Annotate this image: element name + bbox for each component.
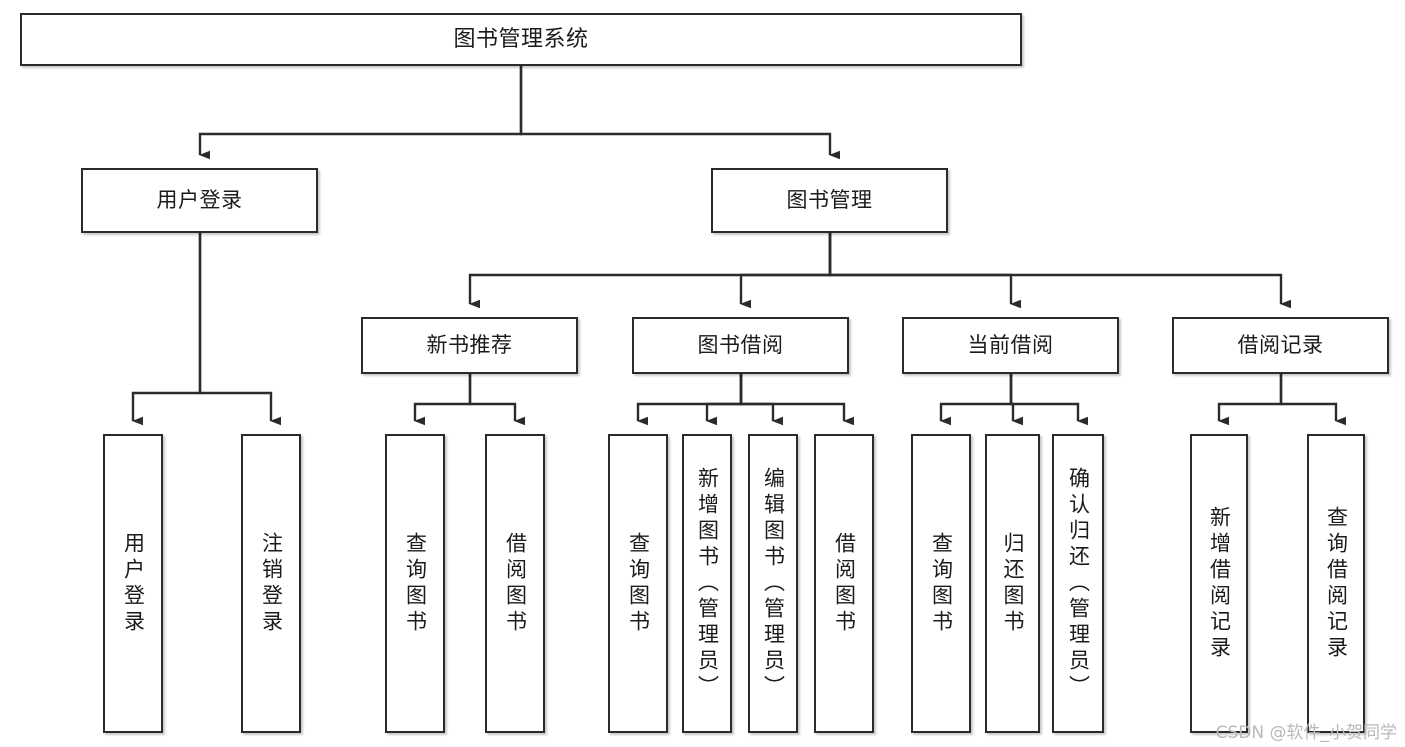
node-label: 新书推荐 bbox=[426, 333, 513, 358]
edge-book-borrow-to-leaf-borrow-book-2 bbox=[739, 374, 854, 426]
node-label: 图书管理系统 bbox=[453, 26, 589, 52]
node-leaf-add-book[interactable]: 新增图书（管理员） bbox=[682, 434, 732, 733]
edge-book-manage-to-borrow-record bbox=[828, 233, 1291, 309]
node-book-borrow[interactable]: 图书借阅 bbox=[632, 317, 849, 374]
edge-current-borrow-to-leaf-query-book-3 bbox=[939, 374, 1013, 426]
node-leaf-query-book-1[interactable]: 查询图书 bbox=[385, 434, 445, 733]
node-leaf-query-record[interactable]: 查询借阅记录 bbox=[1307, 434, 1365, 733]
edge-book-manage-to-current-borrow bbox=[828, 233, 1021, 309]
node-label: 归还图书 bbox=[1001, 531, 1025, 636]
node-leaf-borrow-book-2[interactable]: 借阅图书 bbox=[814, 434, 874, 733]
edge-root-to-user-login bbox=[198, 66, 523, 160]
edge-book-manage-to-new-book-rec bbox=[468, 233, 832, 309]
edge-borrow-record-to-leaf-add-record bbox=[1217, 374, 1283, 426]
node-leaf-logout[interactable]: 注销登录 bbox=[241, 434, 301, 733]
node-label: 用户登录 bbox=[121, 531, 146, 636]
node-label: 新增图书（管理员） bbox=[695, 466, 720, 701]
node-label: 借阅记录 bbox=[1237, 333, 1324, 358]
edge-current-borrow-to-leaf-confirm-return bbox=[1009, 374, 1088, 426]
node-new-book-rec[interactable]: 新书推荐 bbox=[361, 317, 578, 374]
edge-new-book-rec-to-leaf-query-book-1 bbox=[413, 374, 472, 426]
node-label: 确认归还（管理员） bbox=[1066, 466, 1091, 701]
edge-book-manage-to-book-borrow bbox=[739, 233, 832, 309]
edge-book-borrow-to-leaf-edit-book bbox=[739, 374, 783, 426]
node-label: 用户登录 bbox=[156, 188, 243, 213]
edge-book-borrow-to-leaf-query-book-2 bbox=[636, 374, 743, 426]
node-label: 查询图书 bbox=[929, 531, 954, 636]
node-label: 查询借阅记录 bbox=[1324, 505, 1349, 662]
edge-borrow-record-to-leaf-query-record bbox=[1279, 374, 1346, 426]
node-label: 查询图书 bbox=[403, 531, 428, 636]
edge-current-borrow-to-leaf-return-book bbox=[1009, 374, 1023, 426]
node-root[interactable]: 图书管理系统 bbox=[20, 13, 1022, 66]
node-leaf-return-book[interactable]: 归还图书 bbox=[985, 434, 1040, 733]
edge-book-borrow-to-leaf-add-book bbox=[705, 374, 743, 426]
edge-user-login-to-leaf-user-login bbox=[131, 233, 202, 426]
node-leaf-borrow-book-1[interactable]: 借阅图书 bbox=[485, 434, 545, 733]
node-label: 新增借阅记录 bbox=[1207, 505, 1232, 662]
node-label: 图书借阅 bbox=[697, 333, 784, 358]
watermark-text: CSDN @软件_小贺同学 bbox=[1215, 723, 1397, 743]
edge-root-to-book-manage bbox=[519, 66, 840, 160]
node-user-login[interactable]: 用户登录 bbox=[81, 168, 318, 233]
node-current-borrow[interactable]: 当前借阅 bbox=[902, 317, 1119, 374]
edge-new-book-rec-to-leaf-borrow-book-1 bbox=[468, 374, 525, 426]
edge-user-login-to-leaf-logout bbox=[198, 233, 281, 426]
node-label: 注销登录 bbox=[259, 531, 284, 636]
node-leaf-confirm-return[interactable]: 确认归还（管理员） bbox=[1052, 434, 1104, 733]
node-leaf-query-book-3[interactable]: 查询图书 bbox=[911, 434, 971, 733]
node-borrow-record[interactable]: 借阅记录 bbox=[1172, 317, 1389, 374]
node-leaf-user-login[interactable]: 用户登录 bbox=[103, 434, 163, 733]
node-label: 编辑图书（管理员） bbox=[761, 466, 786, 701]
node-label: 查询图书 bbox=[626, 531, 651, 636]
node-book-manage[interactable]: 图书管理 bbox=[711, 168, 948, 233]
node-label: 图书管理 bbox=[786, 188, 873, 213]
node-leaf-query-book-2[interactable]: 查询图书 bbox=[608, 434, 668, 733]
node-label: 当前借阅 bbox=[967, 333, 1054, 358]
node-label: 借阅图书 bbox=[503, 531, 528, 636]
node-leaf-add-record[interactable]: 新增借阅记录 bbox=[1190, 434, 1248, 733]
node-leaf-edit-book[interactable]: 编辑图书（管理员） bbox=[748, 434, 798, 733]
node-label: 借阅图书 bbox=[832, 531, 857, 636]
